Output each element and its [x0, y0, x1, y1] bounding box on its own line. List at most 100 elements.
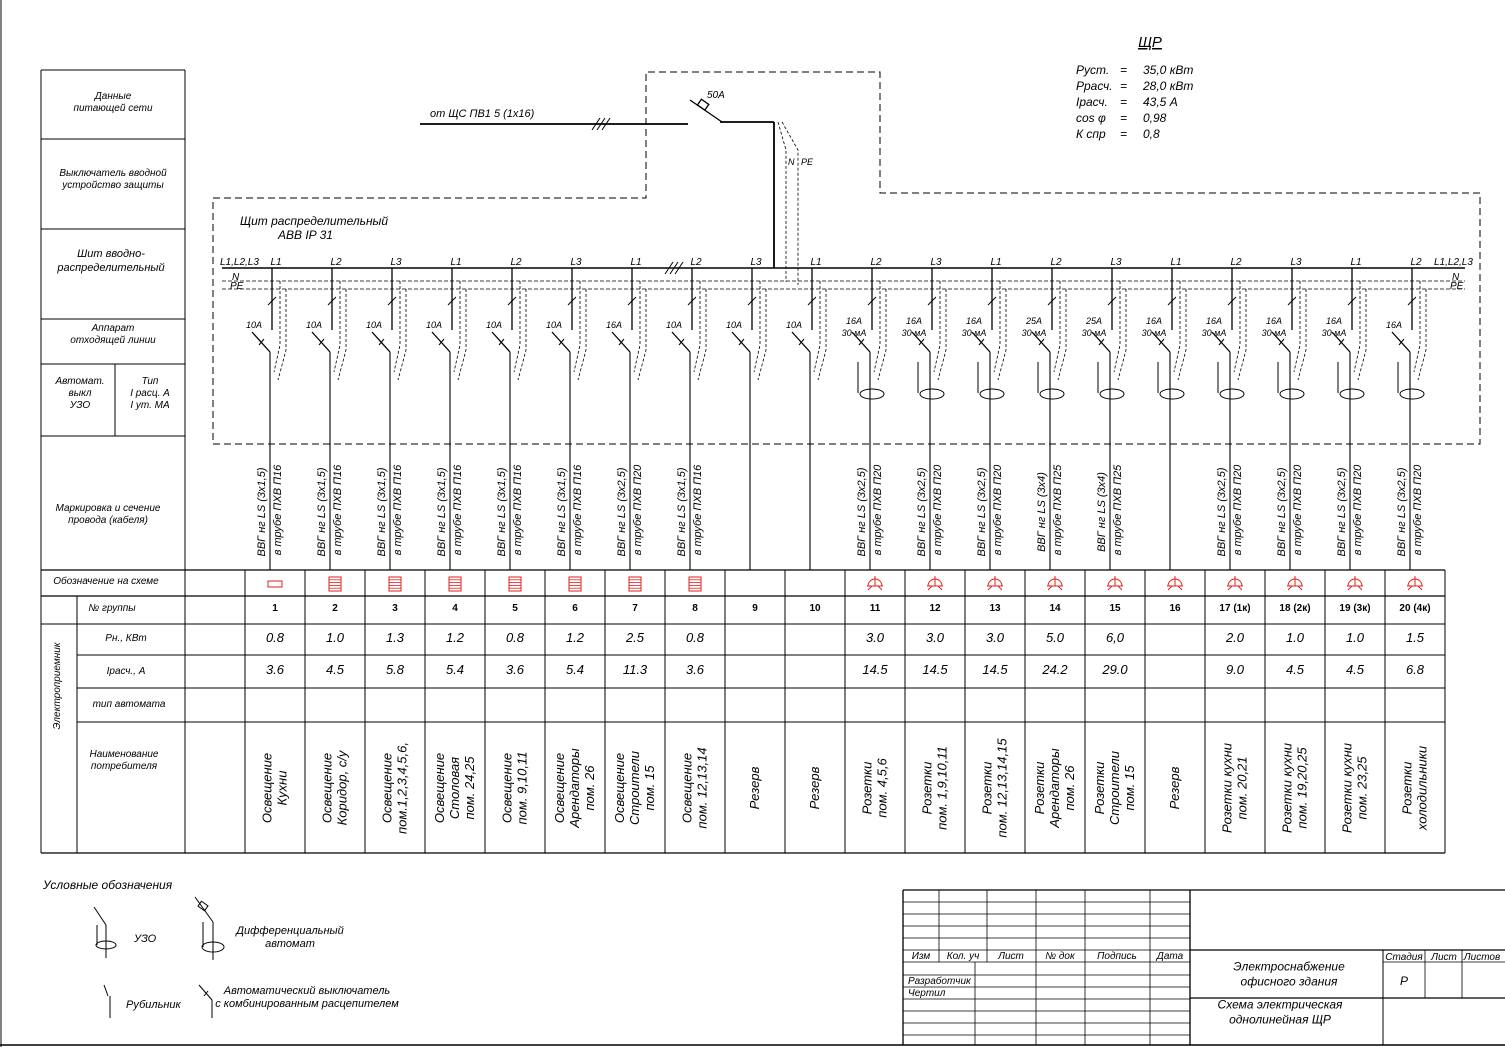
consumer-name: пом. 9,10,11: [515, 752, 530, 825]
cable-conduit: в трубе ПХВ П20: [1232, 464, 1244, 555]
switch-tick: [988, 297, 996, 305]
consumer-name: Розетки кухни: [1220, 743, 1235, 833]
board-name-2: ABB IP 31: [277, 228, 333, 242]
cable-conduit: в трубе ПХВ П25: [1052, 464, 1064, 555]
param-key: Ррасч.: [1076, 79, 1113, 93]
switch-tick: [688, 297, 696, 305]
consumer-name: Розетки: [980, 762, 995, 815]
n-conductor: [394, 281, 400, 372]
label-supply-data-line: питающей сети: [73, 103, 153, 114]
legend-breaker-icon: [199, 985, 212, 1018]
consumer-name: Кухни: [275, 771, 290, 806]
group-number: 14: [1049, 603, 1061, 614]
cable-marking: ВВГ нг LS (3х1,5): [436, 467, 448, 556]
legend-rcd-icon: [94, 907, 116, 958]
main-n-label: N: [788, 157, 795, 167]
lamp-icon: [268, 581, 282, 587]
breaker-rating: 10А: [246, 320, 262, 330]
group-number: 1: [272, 603, 278, 614]
param-eq: =: [1120, 127, 1127, 141]
switch-tick: [328, 297, 336, 305]
n-conductor: [934, 281, 940, 372]
group-current: 6.8: [1406, 662, 1425, 677]
board-name-1: Щит распределительный: [240, 214, 388, 228]
param-eq: =: [1120, 111, 1127, 125]
group-power: 0.8: [686, 630, 705, 645]
n-conductor: [1294, 281, 1300, 372]
fluorescent-lamp-frame: [389, 577, 401, 591]
param-key: К спр: [1076, 127, 1106, 141]
group-number: 17 (1к): [1219, 603, 1250, 614]
breaker-rating: 16А: [1386, 320, 1402, 330]
label-group-no: № группы: [88, 603, 136, 614]
bus-pe-right: PE: [1450, 281, 1464, 292]
group-number: 20 (4к): [1399, 603, 1430, 614]
pe-conductor: [578, 289, 586, 380]
label-group-no-line: № группы: [88, 603, 136, 614]
cable-marking: ВВГ нг LS (3х2,5): [1336, 467, 1348, 556]
param-value: 0,8: [1143, 127, 1160, 141]
cable-conduit: в трубе ПХВ П16: [272, 464, 284, 555]
bus-right-label: L1,L2,L3: [1434, 257, 1473, 268]
breaker-rating: 10А: [486, 320, 502, 330]
label-consumer-line: Наименование: [89, 749, 158, 760]
label-consumer-line: потребителя: [91, 760, 158, 772]
socket-leg: [998, 586, 1002, 590]
fluorescent-lamp-icon: [689, 577, 701, 591]
socket-icon: [1407, 576, 1423, 590]
phase-label: L2: [330, 257, 342, 268]
consumer-name: пом. 26: [582, 765, 597, 811]
stamp-sheet-title-line: Схема электрическая: [1218, 998, 1343, 1012]
rcd-sensitivity: 30 мА: [1322, 328, 1347, 338]
cable-marking: ВВГ нг LS (3х2,5): [916, 467, 928, 556]
label-breaker-type: тип автомата: [93, 699, 166, 710]
legend-rcd-label: УЗО: [133, 933, 157, 945]
pe-conductor: [1058, 289, 1066, 380]
cable-marking: ВВГ нг LS (3х4): [1096, 472, 1108, 552]
socket-leg: [988, 586, 992, 590]
consumer-name: Арендаторы: [1047, 748, 1062, 829]
group-number: 13: [989, 603, 1001, 614]
rcd-ring: [1040, 389, 1064, 399]
breaker-trip: [1039, 339, 1044, 345]
pe-conductor: [878, 289, 886, 380]
label-board-line: распределительный: [56, 262, 164, 274]
phase-label: L3: [930, 257, 942, 268]
socket-leg: [878, 586, 882, 590]
breaker-rating: 10А: [426, 320, 442, 330]
phase-label: L2: [1410, 257, 1422, 268]
group-current: 4.5: [1286, 662, 1305, 677]
label-symbol-line: Обозначение на схеме: [53, 575, 159, 587]
pe-conductor: [458, 289, 466, 380]
n-conductor: [1054, 281, 1060, 372]
cable-conduit: в трубе ПХВ П25: [1112, 464, 1124, 555]
socket-leg: [1108, 586, 1112, 590]
n-conductor: [1234, 281, 1240, 372]
n-conductor: [1114, 281, 1120, 372]
group-power: 1.5: [1406, 630, 1425, 645]
fluorescent-lamp-frame: [569, 577, 581, 591]
breaker-trip: [499, 339, 504, 345]
cable-conduit: в трубе ПХВ П20: [632, 464, 644, 555]
pe-conductor: [1298, 289, 1306, 380]
socket-leg: [868, 586, 872, 590]
pe-conductor: [1358, 289, 1366, 380]
consumer-name: пом. 19,20,25: [1295, 747, 1310, 829]
supply-label: от ЩС ПВ1 5 (1х16): [430, 108, 535, 120]
breaker-rating: 25А: [1025, 316, 1042, 326]
consumer-name: пом. 26: [1062, 765, 1077, 811]
rcd-sensitivity: 30 мА: [1142, 328, 1167, 338]
group-number: 15: [1109, 603, 1121, 614]
cable-conduit: в трубе ПХВ П16: [512, 464, 524, 555]
rcd-ring: [980, 389, 1004, 399]
pe-conductor: [818, 289, 826, 380]
group-number: 7: [632, 603, 638, 614]
breaker-rating: 16А: [1146, 316, 1162, 326]
